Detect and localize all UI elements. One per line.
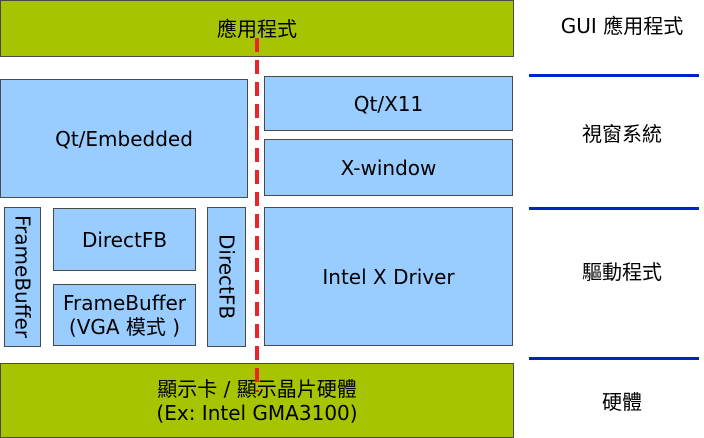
framebuffer-vga-box: FrameBuffer (VGA 模式 ) [53,284,196,346]
directfb-label: DirectFB [81,227,168,252]
qt-embedded-box: Qt/Embedded [0,79,248,198]
framebuffer-vertical-box: FrameBuffer [4,207,41,347]
framebuffer-vertical-label: FrameBuffer [10,215,35,339]
hardware-layer-label-line2: (Ex: Intel GMA3100) [156,400,358,425]
separator-line-2 [529,207,699,210]
side-label-hardware: 硬體 [602,390,642,414]
side-label-window-system: 視窗系統 [582,122,662,146]
directfb-vertical-label: DirectFB [214,234,239,320]
directfb-vertical-box: DirectFB [207,207,246,347]
side-label-gui-app: GUI 應用程式 [560,14,684,38]
qt-x11-box: Qt/X11 [264,76,513,131]
x-window-box: X-window [264,139,513,196]
qt-x11-label: Qt/X11 [353,91,424,116]
qt-embedded-label: Qt/Embedded [55,126,193,151]
intel-x-driver-box: Intel X Driver [264,207,513,346]
separator-line-1 [529,74,699,77]
application-layer-label: 應用程式 [217,16,297,41]
intel-x-driver-label: Intel X Driver [322,264,455,289]
separator-line-3 [529,357,699,360]
framebuffer-vga-label-line2: (VGA 模式 ) [68,315,181,339]
side-label-driver: 驅動程式 [582,260,662,284]
framebuffer-vga-label-line1: FrameBuffer [62,291,187,315]
x-window-label: X-window [340,155,437,180]
directfb-box: DirectFB [53,208,196,271]
